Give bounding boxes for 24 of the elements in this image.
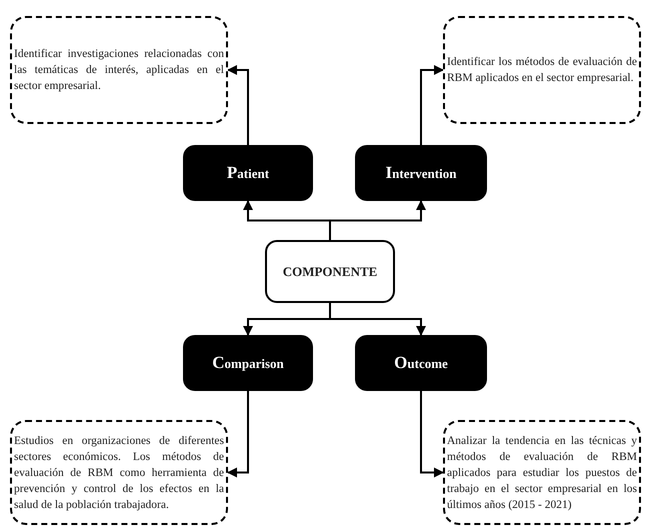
component-box bbox=[265, 240, 395, 303]
arrow bbox=[420, 65, 444, 145]
pico-box bbox=[355, 145, 487, 201]
box-label: Comparison bbox=[212, 352, 284, 374]
note-text: Identificar investigaciones relacionadas con las temáticas de interés, aplicadas en el sector empresarial. bbox=[14, 47, 224, 94]
box-label: Patient bbox=[226, 162, 270, 184]
note-text: Identificar los métodos de evaluación de RBM aplicados en el sector empresarial. bbox=[447, 55, 637, 86]
box-label: COMPONENTE bbox=[282, 262, 378, 281]
dashed-note-box bbox=[10, 16, 228, 124]
arrow bbox=[227, 391, 249, 478]
arrow bbox=[329, 303, 426, 336]
arrow bbox=[329, 200, 426, 240]
dashed-note-box bbox=[443, 16, 641, 124]
pico-box bbox=[355, 335, 487, 391]
box-label: Outcome bbox=[394, 352, 448, 374]
note-text: Estudios en organizaciones de diferentes sectores económicos. Los métodos de evaluación de RBM como herramienta de prevención y control de los efectos en la salud de la población trabajadora. bbox=[14, 434, 224, 512]
box-label: Intervention bbox=[386, 162, 456, 184]
dashed-note-box bbox=[443, 420, 641, 525]
dashed-note-box bbox=[10, 420, 228, 525]
arrow bbox=[227, 65, 249, 145]
pico-box bbox=[183, 335, 313, 391]
note-text: Analizar la tendencia en las técnicas y métodos de evaluación de RBM aplicados para estudiar los puestos de trabajo en el sector empresarial en los últimos años (2015 - 2021) bbox=[447, 434, 637, 512]
pico-box bbox=[183, 145, 313, 201]
arrow bbox=[420, 391, 444, 478]
